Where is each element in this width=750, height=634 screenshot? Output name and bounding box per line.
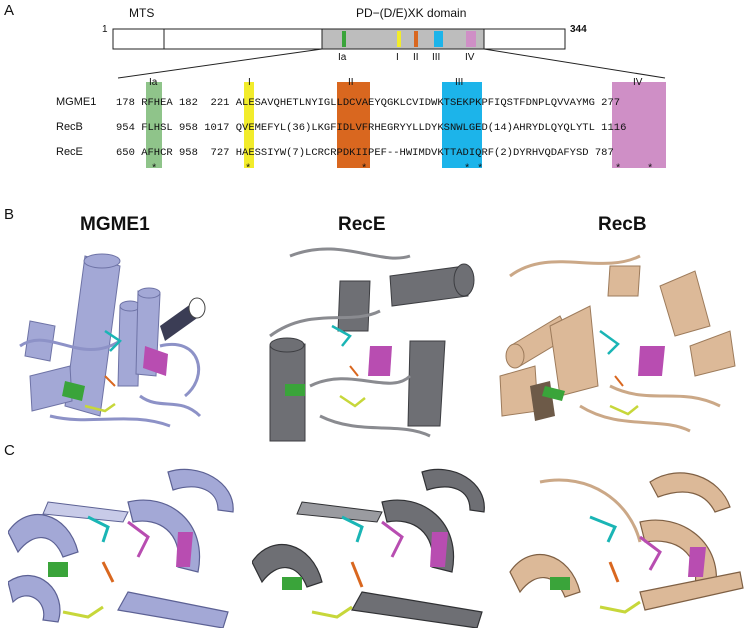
alignment-header-ii: II <box>348 77 354 88</box>
row-seq-mgme1: 178 RFHEA 182 221 ALESAVQHETLNYIGLLDCVAE… <box>116 97 621 109</box>
structure-title-rece: RecE <box>338 214 386 235</box>
motif-label-ia: Ia <box>338 52 347 63</box>
asterisk-ii: * <box>361 163 368 175</box>
domain-label: PD−(D/E)XK domain <box>356 6 467 20</box>
motif-ii-mark <box>414 31 418 47</box>
motif-label-ii: II <box>413 52 419 63</box>
highlight-i <box>244 82 254 168</box>
structure-mgme1 <box>19 253 206 428</box>
closeup-mgme1 <box>8 468 234 628</box>
mts-label: MTS <box>129 6 155 20</box>
end-residue: 344 <box>570 24 587 35</box>
closeup-rece <box>252 468 485 628</box>
asterisk-i: * <box>245 163 252 175</box>
alignment-header-iii: III <box>455 77 464 88</box>
asterisk-iv-b: * <box>647 163 654 175</box>
panel-a-label: A <box>4 2 15 19</box>
highlight-ia <box>146 82 162 168</box>
structure-title-mgme1: MGME1 <box>80 214 150 235</box>
highlight-iv <box>612 82 666 168</box>
motif-label-i: I <box>396 52 399 63</box>
highlight-ii <box>337 82 370 168</box>
asterisk-iii-b: * <box>477 163 484 175</box>
alignment-header-i: I <box>248 77 251 88</box>
motif-i-mark <box>397 31 401 47</box>
sequence-alignment: Ia I II III IV MGME1 178 RFHEA 182 221 A… <box>0 76 750 180</box>
row-seq-rece: 650 AFHCR 958 727 HAESSIYW(7)LCRCRPDKIIP… <box>116 147 614 159</box>
zoom-line-left <box>117 48 323 79</box>
zoom-line-right <box>483 48 666 79</box>
start-residue: 1 <box>102 24 108 35</box>
motif-iii-mark <box>434 31 443 47</box>
pd-domain-box <box>321 28 485 50</box>
closeup-recb <box>509 472 744 614</box>
structure-recb <box>499 254 736 433</box>
asterisk-iv-a: * <box>615 163 622 175</box>
panel-b-label: B <box>4 206 15 223</box>
structure-title-recb: RecB <box>598 214 647 235</box>
motif-iv-mark <box>466 31 476 47</box>
highlight-iii <box>442 82 482 168</box>
panel-c-label: C <box>4 442 15 459</box>
row-name-mgme1: MGME1 <box>56 96 97 108</box>
alignment-header-iv: IV <box>633 77 643 88</box>
motif-label-iii: III <box>432 52 441 63</box>
asterisk-ia: * <box>151 163 158 175</box>
motif-ia-mark <box>342 31 346 47</box>
asterisk-iii-a: * <box>464 163 471 175</box>
motif-label-iv: IV <box>465 52 475 63</box>
structure-rece <box>269 247 475 442</box>
row-seq-recb: 954 FLHSL 958 1017 QVEMEFYL(36)LKGFIDLVF… <box>116 122 627 134</box>
alignment-header-ia: Ia <box>149 77 158 88</box>
row-name-recb: RecB <box>56 121 83 133</box>
domain-diagram <box>112 28 666 79</box>
row-name-rece: RecE <box>56 146 83 158</box>
